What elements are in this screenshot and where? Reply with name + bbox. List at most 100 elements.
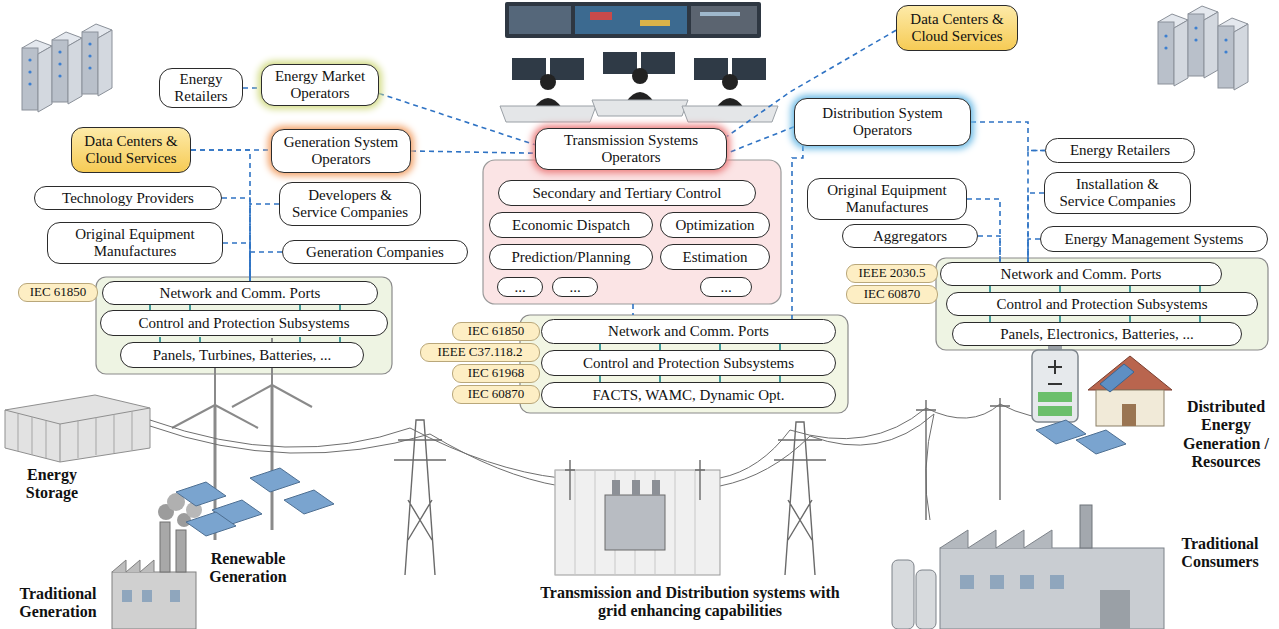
factory-consumer [892,560,914,629]
control-room [691,6,757,34]
control-room [694,58,728,80]
server-icon-right [1204,12,1218,78]
server-icon-right [1224,50,1227,53]
substation [605,495,665,550]
server-icon-right [1188,14,1204,76]
box-label: Network and Comm. Ports [1001,266,1162,283]
cloud-box: Data Centers & Cloud Services [896,5,1018,51]
solar-panel [284,490,334,514]
battery-icon [1032,342,1078,422]
server-icon-right [1158,6,1248,90]
dashed-connector [222,198,250,281]
control-room [550,58,584,80]
role-box: Prediction/Planning [489,244,653,270]
factory-consumer [1020,575,1034,589]
box-label: IEC 61850 [30,285,87,300]
dashed-connector [250,204,279,281]
role-box: Technology Providers [34,186,222,210]
role-box: Control and Protection Subsystems [100,310,388,336]
energy-storage [5,408,150,462]
role-box: Economic Dispatch [489,212,653,238]
control-room [641,52,675,74]
server-icon-left [38,46,52,112]
box-label: Generation Companies [306,244,444,261]
energy-storage [18,411,132,458]
dashed-connector [411,151,535,153]
box-label: ... [514,279,525,296]
box-label: Network and Comm. Ports [608,323,769,340]
substation [612,480,620,495]
power-plant [112,560,154,572]
box-label: Installation & Service Companies [1053,176,1182,210]
container-panel [936,258,1268,350]
standard-tag: IEC 60870 [846,285,938,304]
box-label: Technology Providers [62,190,194,207]
power-plant [112,572,196,629]
standard-tag: IEEE 2030.5 [846,264,938,283]
box-label: IEC 61850 [468,324,525,339]
ellipsis-box: ... [552,277,598,297]
dashed-connector [792,146,803,319]
box-label: Data Centers & Cloud Services [905,11,1009,45]
server-icon-left [52,40,68,102]
power-line [926,404,1000,418]
control-room [632,68,648,84]
control-room [590,12,612,20]
battery-icon [1038,406,1072,416]
box-label: Energy Retailers [1070,142,1170,159]
region-label: Traditional Generation [8,585,108,622]
server-icon-left [68,38,82,104]
box-label: Economic Dispatch [512,217,630,234]
role-box: Original Equipment Manufactures [807,178,967,220]
control-room [722,74,738,90]
box-label: Original Equipment Manufactures [56,226,214,260]
dashed-connector [243,87,261,89]
battery-icon [1048,360,1062,374]
role-box: Control and Protection Subsystems [946,292,1258,316]
server-icon-left [28,82,31,85]
transmission-tower [916,398,1010,520]
wind-turbine [232,385,272,407]
server-icon-left [22,24,112,112]
role-box: Generation System Operators [271,129,411,173]
server-icon-left [88,54,91,57]
box-label: FACTS, WAMC, Dynamic Opt. [593,387,785,404]
server-icon-left [88,42,91,45]
box-label: ... [569,279,580,296]
box-label: Control and Protection Subsystems [138,315,349,332]
substation [632,480,640,495]
solar-panel [176,482,226,506]
house-with-solar [1076,430,1126,454]
energy-storage [5,395,150,462]
battery-icon [1038,392,1072,402]
box-label: Data Centers & Cloud Services [80,133,182,167]
power-plant [176,530,186,572]
box-label: IEC 60870 [468,387,525,402]
role-box: Panels, Turbines, Batteries, ... [120,342,364,368]
role-box: Estimation [660,244,770,270]
role-box: Original Equipment Manufactures [47,222,223,264]
box-label: Control and Protection Subsystems [583,355,794,372]
box-label: Panels, Electronics, Batteries, ... [1000,326,1194,343]
power-plant [160,522,170,572]
box-label: Estimation [683,249,748,266]
power-line [150,420,410,447]
control-room [500,106,596,122]
role-box: Transmission Systems Operators [535,128,727,170]
solar-panel [186,512,236,536]
power-line [720,436,810,486]
substation [555,470,695,575]
control-room [682,106,778,122]
solar-panel [250,468,300,492]
role-box: Energy Retailers [1045,138,1195,163]
control-room [509,6,571,34]
region-label: Traditional Consumers [1168,535,1272,572]
power-line [150,426,430,453]
control-room [700,12,740,16]
factory-consumer [960,575,974,589]
house-with-solar [1036,356,1172,454]
server-icon-right [1174,20,1188,86]
container-panel [520,315,848,413]
role-box: Secondary and Tertiary Control [498,180,756,206]
server-icon-left [98,30,112,96]
